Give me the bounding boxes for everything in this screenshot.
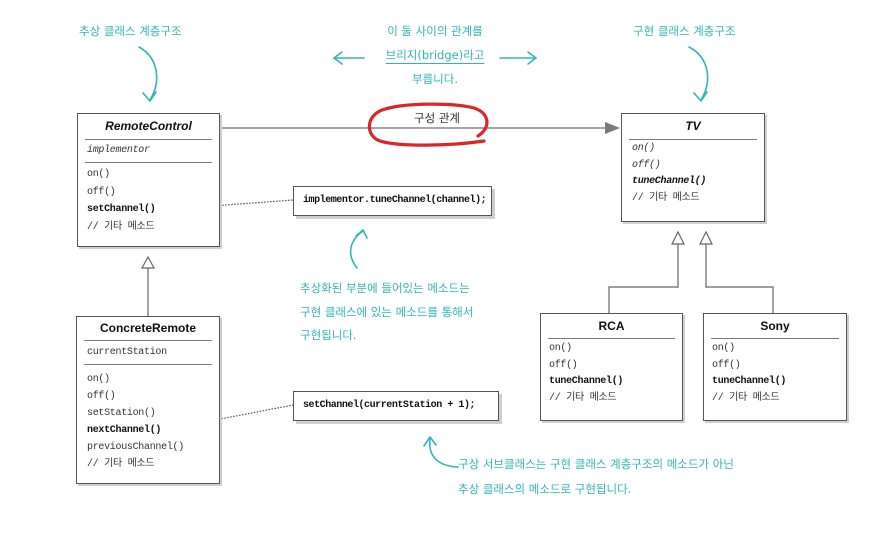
class-sony: Sony on() off() tuneChannel() // 기타 메소드 (703, 313, 847, 421)
delegation-annotation-line-1: 추상화된 부분에 들어있는 메소드는 (300, 281, 470, 295)
refined-abstraction-annotation-line-2: 추상 클래스의 메소드로 구현됩니다. (458, 482, 632, 496)
class-rca: RCA on() off() tuneChannel() // 기타 메소드 (540, 313, 683, 421)
class-name: RemoteControl (105, 119, 192, 133)
compartment-divider (84, 340, 212, 341)
method-previous-channel: previousChannel() (87, 442, 184, 453)
inheritance-line-sony (705, 244, 774, 313)
method-other: // 기타 메소드 (712, 393, 780, 405)
bridge-annotation-line-1: 이 둘 사이의 관계를 (387, 24, 483, 38)
method-tune-channel: tuneChannel() (632, 176, 707, 188)
method-list: on() off() tuneChannel() // 기타 메소드 (704, 339, 846, 408)
refined-abstraction-arrowhead (423, 436, 437, 447)
compartment-divider (629, 139, 757, 140)
method-set-channel: setChannel() (87, 204, 156, 215)
bridge-annotation-line-2: 브리지(bridge)라고 (360, 43, 510, 67)
compartment-divider (548, 338, 675, 339)
method-other: // 기타 메소드 (87, 221, 155, 233)
method-other: // 기타 메소드 (87, 459, 155, 470)
method-off: off() (87, 186, 116, 198)
method-tune-channel: tuneChannel() (549, 376, 624, 388)
delegation-arrowhead (355, 229, 368, 239)
note-set-channel-implementation: implementor.tuneChannel(channel); (293, 186, 492, 216)
class-concrete-remote: ConcreteRemote currentStation on() off()… (76, 316, 220, 484)
compartment-divider (84, 364, 212, 365)
inheritance-triangle-remote-control (140, 255, 156, 269)
attribute-current-station: currentStation (87, 347, 167, 358)
class-tv: TV on() off() tuneChannel() // 기타 메소드 (621, 113, 765, 222)
note-connector-next-channel (162, 404, 294, 431)
refined-abstraction-annotation: 구상 서브클래스는 구현 클래스 계층구조의 메소드가 아닌 추상 클래스의 메… (458, 452, 734, 502)
method-off: off() (632, 159, 661, 171)
method-other: // 기타 메소드 (632, 193, 700, 205)
implementation-hierarchy-arrowhead (693, 91, 708, 102)
method-set-station: setStation() (87, 408, 156, 419)
compartment-divider (85, 162, 212, 163)
method-list: on() off() tuneChannel() // 기타 메소드 (622, 140, 764, 208)
abstraction-hierarchy-arrowhead (142, 91, 157, 102)
delegation-annotation: 추상화된 부분에 들어있는 메소드는 구현 클래스에 있는 메소드를 통해서 구… (300, 277, 473, 348)
inheritance-triangle-tv-sony (699, 230, 713, 245)
method-list: on() off() tuneChannel() // 기타 메소드 (541, 339, 682, 408)
method-on: on() (632, 143, 655, 154)
method-tune-channel: tuneChannel() (712, 376, 787, 388)
delegation-annotation-line-3: 구현됩니다. (300, 328, 357, 342)
delegation-annotation-line-2: 구현 클래스에 있는 메소드를 통해서 (300, 304, 474, 319)
method-off: off() (549, 359, 578, 371)
method-on: on() (549, 343, 572, 354)
compartment-divider (85, 139, 212, 140)
refined-abstraction-annotation-line-1: 구상 서브클래스는 구현 클래스 계층구조의 메소드가 아닌 (458, 457, 734, 471)
implementation-hierarchy-arrow (688, 46, 709, 101)
abstraction-hierarchy-arrow (138, 46, 158, 101)
method-list: on() off() setChannel() // 기타 메소드 (78, 163, 219, 236)
method-off: off() (712, 359, 741, 371)
method-on: on() (87, 169, 110, 180)
abstraction-hierarchy-annotation: 추상 클래스 계층구조 (79, 24, 182, 38)
method-list: on() off() setStation() nextChannel() pr… (77, 365, 219, 473)
delegation-arrow (349, 230, 364, 269)
class-name: RCA (598, 319, 625, 333)
bridge-annotation-line-3: 부릅니다. (412, 72, 458, 86)
bridge-term: 브리지(bridge)라고 (385, 48, 485, 62)
method-next-channel: nextChannel() (87, 425, 162, 436)
class-name: ConcreteRemote (99, 321, 197, 335)
refined-abstraction-arrow (428, 437, 459, 468)
inheritance-triangle-tv-rca (671, 230, 685, 245)
method-other: // 기타 메소드 (549, 393, 617, 405)
highlight-circle (367, 102, 489, 147)
attribute-implementor: implementor (87, 145, 150, 156)
bridge-right-arrowhead (527, 51, 537, 65)
note-next-channel-implementation: setChannel(currentStation + 1); (293, 391, 499, 421)
class-name: TV (685, 119, 701, 133)
bridge-annotation: 이 둘 사이의 관계를 브리지(bridge)라고 부릅니다. (360, 19, 510, 91)
compartment-divider (711, 338, 839, 339)
implementation-hierarchy-annotation: 구현 클래스 계층구조 (633, 24, 736, 38)
composition-label: 구성 관계 (414, 111, 460, 125)
method-off: off() (87, 391, 116, 402)
bridge-left-arrowhead (333, 51, 343, 65)
composition-arrowhead (605, 122, 620, 134)
inheritance-line-rca (608, 244, 679, 313)
method-on: on() (87, 374, 110, 385)
note-connector-set-channel (159, 199, 294, 211)
class-remote-control: RemoteControl implementor on() off() set… (77, 113, 220, 247)
class-name: Sony (760, 319, 790, 333)
method-on: on() (712, 343, 735, 354)
